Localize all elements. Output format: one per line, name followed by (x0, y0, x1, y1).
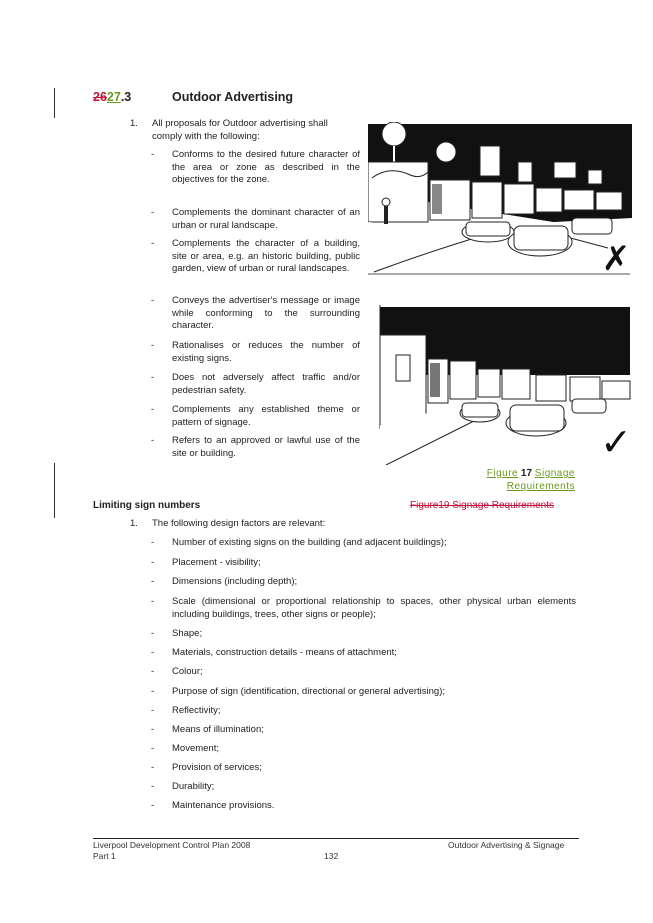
figure-illustration-cluttered: ✗ (368, 122, 632, 278)
bullet-dash: - (151, 781, 155, 792)
list-item-text: Does not adversely affect traffic and/or… (172, 372, 360, 396)
list-item-text: Scale (dimensional or proportional relat… (172, 596, 576, 620)
list-item: - Complements the character of a building… (151, 238, 360, 276)
caption-text-line1: Signage (534, 468, 575, 479)
intro-paragraph: All proposals for Outdoor advertising sh… (152, 118, 328, 142)
list-item-text: Shape; (172, 628, 203, 639)
tick-mark: ✓ (600, 422, 632, 464)
list-item: - Provision of services; (151, 762, 576, 775)
cross-mark: ✗ (602, 240, 631, 278)
list-item-text: Conveys the advertiser's message or imag… (172, 295, 360, 331)
list-item-text: Conforms to the desired future character… (172, 149, 360, 185)
list-item: - Maintenance provisions. (151, 800, 576, 813)
round-sign (381, 122, 407, 147)
bullet-dash: - (151, 705, 155, 716)
list-item-text: Maintenance provisions. (172, 800, 275, 811)
list-item-text: Materials, construction details - means … (172, 647, 397, 658)
list-item: - Complements the dominant character of a… (151, 207, 360, 232)
bullet-dash: - (151, 557, 155, 568)
list-item-text: Complements the dominant character of an… (172, 207, 360, 231)
list-item-text: Purpose of sign (identification, directi… (172, 686, 446, 697)
list-item: - Number of existing signs on the buildin… (151, 537, 576, 550)
list-item-text: Number of existing signs on the building… (172, 537, 447, 548)
deleted-number: 26 (93, 90, 107, 104)
footer-right: Outdoor Advertising & Signage (448, 840, 565, 850)
list-item-text: Placement - visibility; (172, 557, 261, 568)
list-item-text: Movement; (172, 743, 219, 754)
item-number: 1. (130, 518, 138, 529)
list-item-text: Refers to an approved or lawful use of t… (172, 435, 360, 459)
bullet-dash: - (151, 340, 155, 351)
list-item-text: Complements the character of a building,… (172, 238, 360, 274)
list-item: - Does not adversely affect traffic and/o… (151, 372, 360, 397)
revision-bar (54, 88, 55, 118)
list-item: - Complements any established theme or pa… (151, 404, 360, 429)
section-title: Outdoor Advertising (172, 90, 294, 104)
caption-number: 17 (520, 468, 533, 479)
deleted-caption: Figure19 Signage Requirements (410, 500, 554, 511)
bullet-dash: - (151, 149, 155, 160)
list-item: - Reflectivity; (151, 705, 576, 718)
bullet-dash: - (151, 800, 155, 811)
list-item-text: Provision of services; (172, 762, 262, 773)
footer-left-line2: Part 1 (93, 851, 116, 861)
list-item-text: Durability; (172, 781, 215, 792)
bullet-dash: - (151, 743, 155, 754)
bullet-dash: - (151, 238, 155, 249)
bullet-dash: - (151, 647, 155, 658)
bullet-dash: - (151, 686, 155, 697)
intro-paragraph: The following design factors are relevan… (152, 518, 326, 529)
bullet-dash: - (151, 628, 155, 639)
list-item: - Rationalises or reduces the number of e… (151, 340, 360, 365)
section-number: 2627.3 (93, 90, 131, 104)
list-item-text: Dimensions (including depth); (172, 576, 298, 587)
bullet-dash: - (151, 596, 155, 607)
list-item: - Colour; (151, 666, 576, 679)
list-item-text: Complements any established theme or pat… (172, 404, 360, 428)
bullet-dash: - (151, 576, 155, 587)
list-item: - Purpose of sign (identification, direct… (151, 686, 576, 699)
list-item: - Conveys the advertiser's message or ima… (151, 295, 360, 333)
list-item-text: Rationalises or reduces the number of ex… (172, 340, 360, 364)
bullet-dash: - (151, 372, 155, 383)
list-item: - Means of illumination; (151, 724, 576, 737)
list-item: - Materials, construction details - means… (151, 647, 576, 660)
bullet-dash: - (151, 295, 155, 306)
list-item-text: Colour; (172, 666, 203, 677)
list-item-text: Reflectivity; (172, 705, 221, 716)
list-item: - Movement; (151, 743, 576, 756)
caption-text-line2: Requirements (506, 481, 575, 492)
footer-left-line1: Liverpool Development Control Plan 2008 (93, 840, 251, 850)
figure-illustration-controlled: ✓ (379, 305, 632, 465)
caption-word: Figure (486, 468, 519, 479)
bullet-dash: - (151, 404, 155, 415)
footer-rule (93, 838, 579, 839)
bullet-dash: - (151, 666, 155, 677)
list-item: - Scale (dimensional or proportional rela… (151, 596, 576, 621)
list-item-text: Means of illumination; (172, 724, 264, 735)
bullet-dash: - (151, 762, 155, 773)
list-item: - Placement - visibility; (151, 557, 576, 570)
bullet-dash: - (151, 537, 155, 548)
list-item: - Refers to an approved or lawful use of … (151, 435, 360, 460)
item-number: 1. (130, 118, 138, 129)
list-item: - Dimensions (including depth); (151, 576, 576, 589)
list-item: - Conforms to the desired future characte… (151, 149, 360, 187)
bullet-dash: - (151, 207, 155, 218)
revision-bar (54, 463, 55, 518)
list-item: - Durability; (151, 781, 576, 794)
figure-caption: Figure 17 Signage Requirements (375, 467, 575, 493)
bullet-dash: - (151, 435, 155, 446)
page-number: 132 (324, 851, 339, 861)
number-suffix: .3 (120, 90, 132, 104)
subheading: Limiting sign numbers (93, 500, 201, 511)
bullet-dash: - (151, 724, 155, 735)
inserted-number: 27 (106, 90, 121, 104)
list-item: - Shape; (151, 628, 576, 641)
